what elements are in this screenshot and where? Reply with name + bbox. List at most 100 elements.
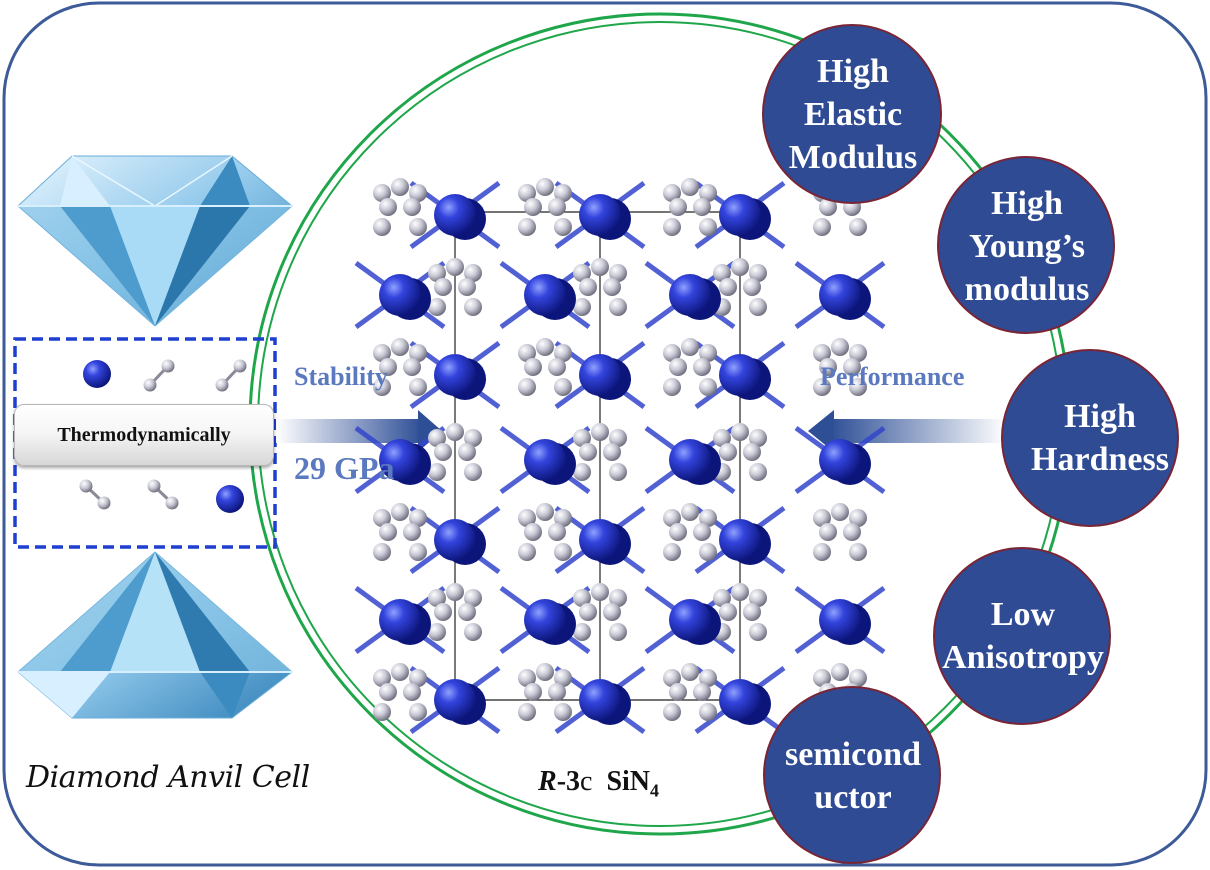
n-atom: [743, 443, 761, 461]
performance-arrow-icon: [808, 410, 1006, 452]
property-circle: [933, 547, 1111, 725]
space-group-number: -3: [556, 766, 581, 797]
n-atom: [849, 218, 867, 236]
n-atom: [554, 218, 572, 236]
n-atom: [518, 509, 536, 527]
pressure-label: 29 GPa: [294, 450, 395, 486]
n-atom: [603, 278, 621, 296]
n-atom: [831, 663, 849, 681]
n-atom: [548, 683, 566, 701]
n-atom: [373, 509, 391, 527]
n-atom: [409, 378, 427, 396]
si-atom: [669, 439, 711, 481]
n-atom: [554, 669, 572, 687]
n-atom: [681, 663, 699, 681]
n-atom: [464, 623, 482, 641]
diamond-anvil-cell-caption: Diamond Anvil Cell: [26, 760, 310, 795]
si-atom: [819, 599, 861, 641]
n-atom: [403, 358, 421, 376]
si-atom: [669, 599, 711, 641]
property-circle: [937, 156, 1115, 334]
n-atom: [749, 264, 767, 282]
n-atom: [693, 523, 711, 541]
n-atom: [464, 463, 482, 481]
n-atom: [609, 589, 627, 607]
n-atom: [693, 683, 711, 701]
n-atom: [609, 429, 627, 447]
n-atom: [681, 338, 699, 356]
n2-molecule-icon: [143, 359, 175, 392]
n-atom: [524, 523, 542, 541]
n-atom: [663, 509, 681, 527]
n-atom: [699, 509, 717, 527]
n-atom: [849, 669, 867, 687]
stability-label: Stability: [294, 362, 388, 391]
n-atom: [548, 523, 566, 541]
si-atom: [719, 194, 761, 236]
n-atom: [428, 298, 446, 316]
n-atom: [379, 198, 397, 216]
n-atom: [831, 338, 849, 356]
n-atom: [669, 523, 687, 541]
n-atom: [663, 184, 681, 202]
n-atom: [518, 378, 536, 396]
compound-subscript: 4: [650, 780, 660, 801]
space-group-italic: R: [538, 766, 557, 797]
si-atom: [819, 274, 861, 316]
n-atom: [669, 198, 687, 216]
si-atom: [524, 274, 566, 316]
property-youngs-modulus: High Young’s modulus: [964, 184, 1090, 308]
n-atom: [554, 509, 572, 527]
si-atom-icon: [83, 360, 111, 388]
n-atom: [849, 344, 867, 362]
n-atom: [609, 463, 627, 481]
n-atom: [579, 603, 597, 621]
dashed-box: [13, 337, 277, 549]
n-atom: [554, 378, 572, 396]
n-atom: [849, 543, 867, 561]
n-atom: [813, 543, 831, 561]
n-atom: [409, 703, 427, 721]
diamond-bottom-icon: [17, 551, 293, 719]
n-atom: [609, 264, 627, 282]
n-atom: [373, 703, 391, 721]
n-atom: [849, 509, 867, 527]
si-atom: [524, 599, 566, 641]
n-atom: [699, 184, 717, 202]
si-atom: [719, 354, 761, 396]
si-atom: [719, 519, 761, 561]
n-atom: [458, 603, 476, 621]
si-atom: [579, 194, 621, 236]
n-atom: [409, 669, 427, 687]
n-atom: [409, 184, 427, 202]
si-atom: [524, 439, 566, 481]
crystal-structure: [354, 178, 886, 735]
n-atom: [831, 503, 849, 521]
n-atom: [591, 583, 609, 601]
n-atom: [609, 623, 627, 641]
n-atom: [699, 218, 717, 236]
n-atom: [749, 623, 767, 641]
n-atom: [518, 344, 536, 362]
n-atom: [554, 184, 572, 202]
n-atom: [403, 523, 421, 541]
n-atom: [699, 378, 717, 396]
n-atom: [743, 278, 761, 296]
n-atom: [391, 178, 409, 196]
n-atom: [428, 623, 446, 641]
n-atom: [609, 298, 627, 316]
n-atom: [591, 258, 609, 276]
n-atom: [536, 338, 554, 356]
n-atom: [663, 344, 681, 362]
n-atom: [693, 358, 711, 376]
n-atom: [731, 583, 749, 601]
compound-name: SiN: [606, 766, 651, 797]
n2-molecule-icon: [147, 479, 179, 510]
diamond-top-icon: [17, 155, 293, 327]
n-atom: [554, 703, 572, 721]
n-atom: [731, 423, 749, 441]
n-atom: [409, 218, 427, 236]
n-atom: [719, 443, 737, 461]
n-atom: [843, 523, 861, 541]
n-atom: [379, 358, 397, 376]
